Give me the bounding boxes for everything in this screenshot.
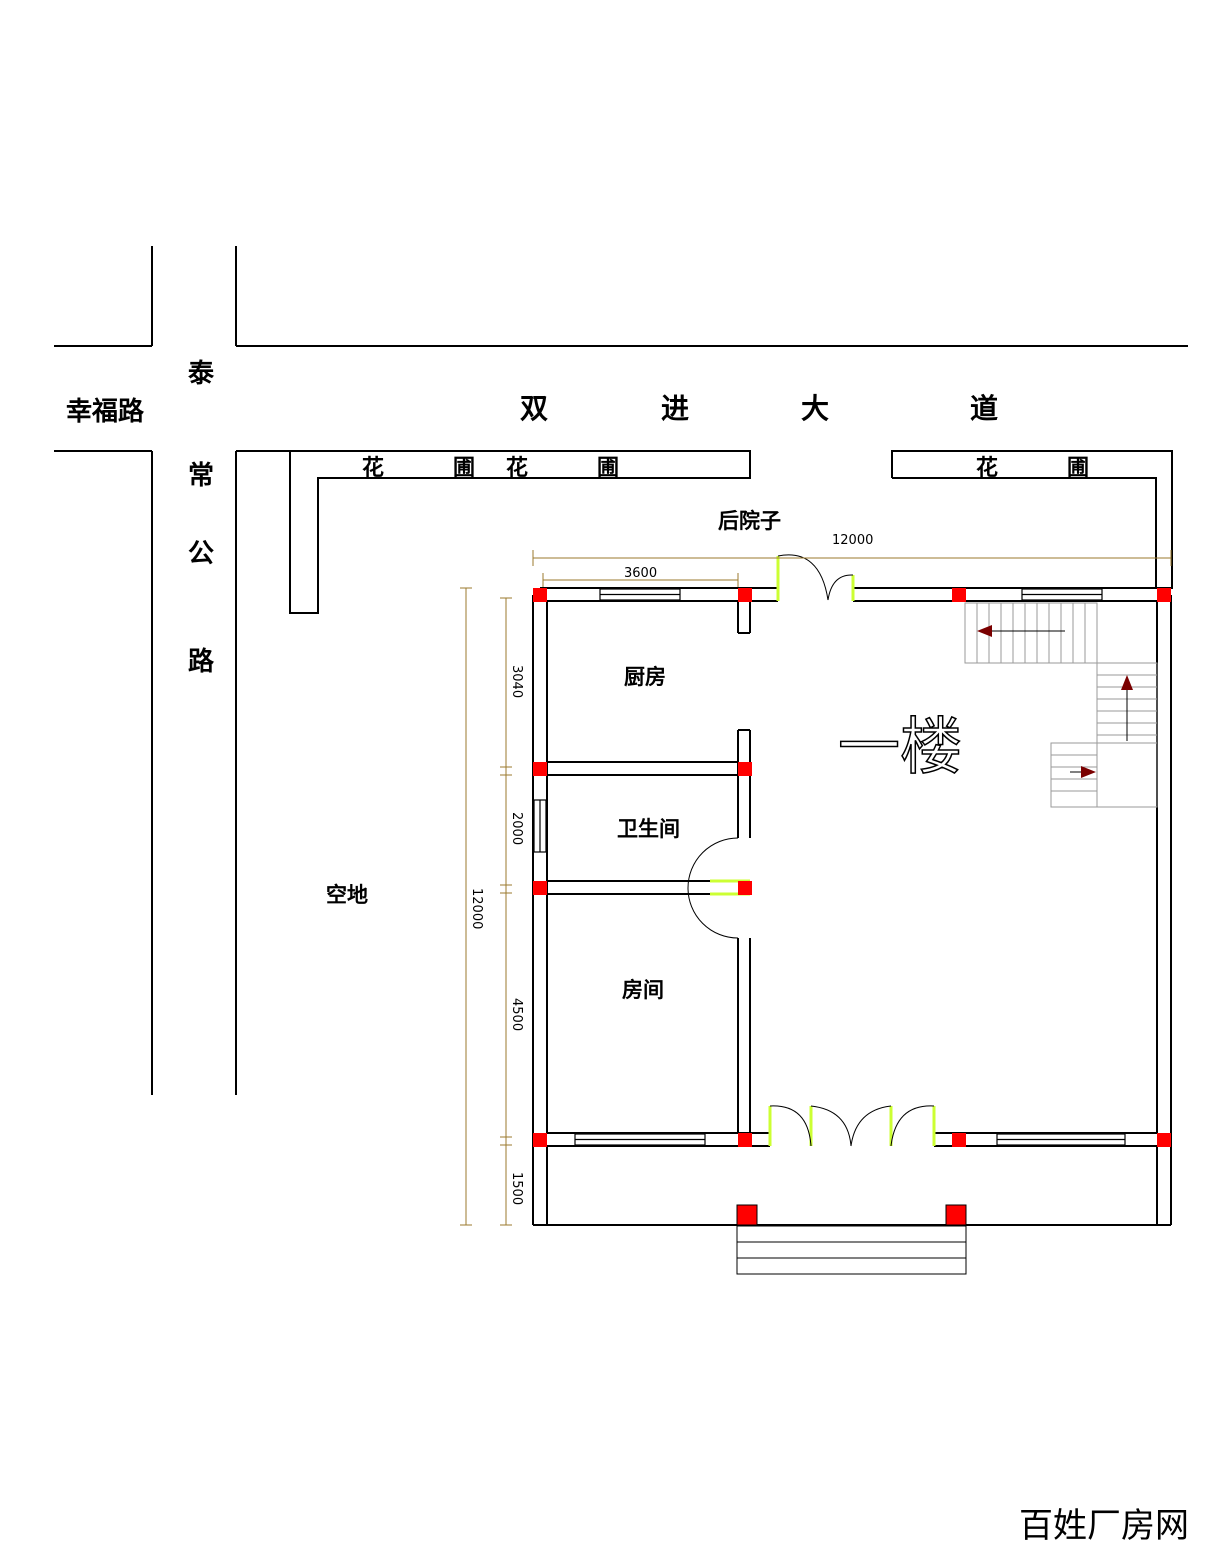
column — [945, 1204, 967, 1226]
porch-steps — [736, 1225, 967, 1275]
columns — [533, 588, 1171, 1226]
column — [952, 1133, 966, 1147]
road-label-taichang: 常 — [188, 461, 214, 491]
column — [738, 881, 752, 895]
column — [1157, 1133, 1171, 1147]
garden-labels: 花 圃 花 圃 花 圃 — [362, 455, 1089, 481]
column — [1157, 588, 1171, 602]
road-label-taichang: 泰 — [188, 359, 215, 389]
column — [736, 1204, 758, 1226]
road-label-shuangjin: 道 — [970, 392, 998, 425]
watermark: 百姓厂房网 — [1019, 1506, 1189, 1546]
road-label-taichang: 路 — [188, 646, 215, 677]
column — [533, 881, 547, 895]
label-bathroom: 卫生间 — [617, 817, 680, 841]
road-label-xingfu: 幸福路 — [66, 396, 145, 427]
dim-total-depth: 12000 — [469, 888, 484, 929]
dim-room-depth: 4500 — [509, 998, 524, 1031]
garden-label: 圃 — [597, 456, 619, 481]
road-label-shuangjin: 进 — [661, 392, 689, 425]
garden-beds — [289, 450, 1173, 614]
dimension-texts: 12000 3600 12000 3040 2000 4500 1500 — [469, 533, 873, 1205]
column — [738, 762, 752, 776]
stair-arrows — [977, 625, 1133, 778]
garden-label: 圃 — [453, 456, 475, 481]
column — [533, 1133, 547, 1147]
dimension-lines — [460, 550, 1172, 1226]
label-room: 房间 — [622, 978, 664, 1002]
garden-label: 花 — [506, 455, 528, 481]
doors — [687, 554, 936, 1147]
garden-label: 圃 — [1067, 456, 1089, 481]
room-labels: 后院子 厨房 卫生间 房间 空地 一楼 — [326, 509, 963, 1002]
column — [738, 588, 752, 602]
label-backyard: 后院子 — [718, 509, 781, 533]
label-kitchen: 厨房 — [624, 665, 666, 689]
dim-total-width: 12000 — [832, 533, 873, 548]
dim-porch-depth: 1500 — [509, 1172, 524, 1205]
garden-label: 花 — [976, 455, 998, 481]
label-empty-lot: 空地 — [326, 883, 368, 907]
windows — [533, 588, 1126, 1146]
dim-kitchen-depth: 3040 — [509, 665, 524, 698]
house-walls — [532, 587, 1172, 1226]
column — [738, 1133, 752, 1147]
column — [533, 762, 547, 776]
staircase — [964, 602, 1158, 808]
road-label-shuangjin: 双 — [520, 392, 548, 425]
label-floor: 一楼 — [838, 710, 962, 783]
road-label-shuangjin: 大 — [801, 392, 829, 425]
column — [952, 588, 966, 602]
garden-label: 花 — [362, 455, 384, 481]
roads — [54, 246, 1188, 1095]
road-label-taichang: 公 — [188, 539, 214, 569]
column — [533, 588, 547, 602]
road-labels: 幸福路 泰 常 公 路 双 进 大 道 — [66, 359, 998, 677]
dim-kitchen-width: 3600 — [624, 566, 657, 581]
dim-bathroom-depth: 2000 — [509, 812, 524, 845]
